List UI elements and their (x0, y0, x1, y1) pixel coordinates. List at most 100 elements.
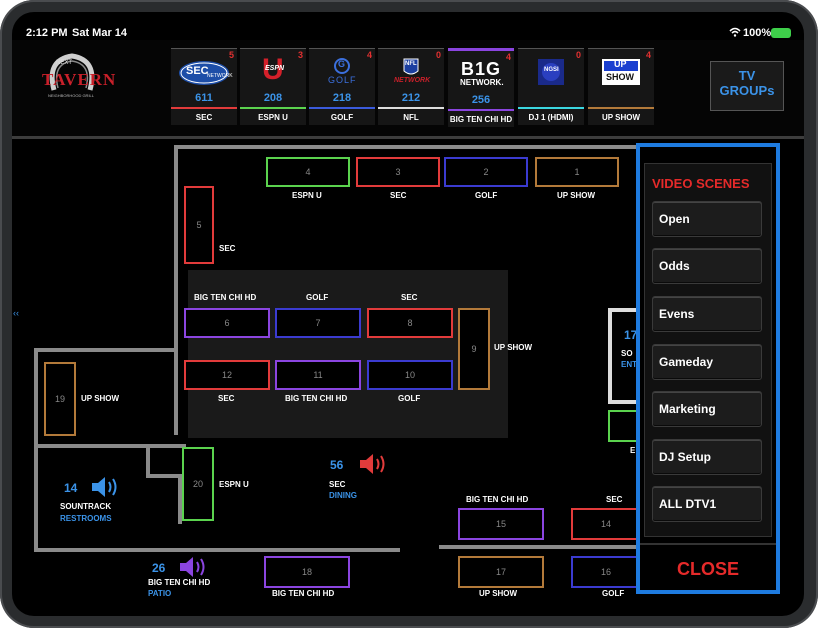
tv-6-label: BIG TEN CHI HD (194, 293, 257, 302)
audio-zone-source: SOUNTRACK (60, 502, 112, 511)
tv-10-label: GOLF (398, 394, 421, 403)
tv-7[interactable]: 7 (275, 308, 361, 338)
scene-marketing-button[interactable]: Marketing (652, 391, 762, 427)
tv-4[interactable]: 4 (266, 157, 350, 187)
wall (146, 474, 178, 478)
tv-8-label: SEC (401, 293, 418, 302)
scene-open-button[interactable]: Open (652, 201, 762, 237)
channel-label: UP SHOW (601, 113, 641, 122)
channel-color-bar (240, 107, 306, 109)
wall (34, 348, 178, 352)
tv-18-label: BIG TEN CHI HD (272, 589, 335, 598)
channel-color-bar (309, 107, 375, 109)
wall (439, 545, 636, 549)
audio-zone-source: SO (621, 349, 633, 358)
audio-zone-area: DINING (329, 491, 357, 500)
espnu-logo: U ESPN (262, 53, 285, 86)
tavern-logo: NEXT TAVERN NEIGHBORHOOD GRILL (36, 50, 115, 112)
tv-3[interactable]: 3 (356, 157, 440, 187)
tv-6[interactable]: 6 (184, 308, 270, 338)
side-handle-icon[interactable]: ‹‹ (13, 308, 19, 318)
tv-20-label: ESPN U (219, 480, 249, 489)
audio-zone-area: PATIO (148, 589, 172, 598)
tv-1[interactable]: 1 (535, 157, 619, 187)
tv-3-label: SEC (390, 191, 407, 200)
channel-tile-big-ten[interactable]: B1G NETWORK. 4 256 BIG TEN CHI HD (448, 48, 514, 127)
tv-14[interactable]: 14 (571, 508, 641, 540)
channel-tile-nfl[interactable]: NFL NETWORK 0 212 NFL (378, 48, 444, 125)
channel-count: 0 (435, 50, 441, 60)
status-date: Sat Mar 14 (72, 27, 128, 39)
tv-9[interactable]: 9 (458, 308, 490, 390)
wifi-icon (729, 27, 741, 40)
scene-dj-setup-button[interactable]: DJ Setup (652, 439, 762, 475)
channel-label: DJ 1 (HDMI) (528, 113, 574, 122)
wall (174, 145, 636, 149)
battery-icon (771, 28, 791, 38)
channel-color-bar (518, 107, 584, 109)
channel-count: 4 (645, 50, 651, 60)
channel-color-bar (448, 109, 514, 111)
tv-2[interactable]: 2 (444, 157, 528, 187)
scene-evens-button[interactable]: Evens (652, 296, 762, 332)
speaker-icon[interactable] (178, 554, 208, 585)
audio-zone-number: 14 (64, 481, 78, 495)
speaker-icon[interactable] (358, 451, 388, 482)
channel-number: 218 (332, 92, 352, 104)
tv-19-label: UP SHOW (81, 394, 120, 403)
tv-partial[interactable] (608, 410, 638, 442)
tv-15[interactable]: 15 (458, 508, 544, 540)
big-ten-network-logo: B1G NETWORK. (460, 59, 504, 87)
channel-count: 3 (297, 50, 303, 60)
audio-zone-source: SEC (329, 480, 346, 489)
tv-8[interactable]: 8 (367, 308, 453, 338)
nfl-network-logo: NFL NETWORK (394, 58, 431, 84)
channel-number: 208 (263, 92, 283, 104)
sec-network-logo: SEC NETWORK (177, 57, 233, 87)
scene-gameday-button[interactable]: Gameday (652, 344, 762, 380)
channel-label: ESPN U (258, 113, 288, 122)
channel-label: NFL (403, 113, 419, 122)
dj-logo: NGSI (524, 57, 578, 87)
tv-20[interactable]: 20 (182, 447, 214, 521)
scene-all-dtv1-button[interactable]: ALL DTV1 (652, 486, 762, 522)
channel-tile-espnu[interactable]: U ESPN 3 208 ESPN U (240, 48, 306, 125)
scene-odds-button[interactable]: Odds (652, 248, 762, 284)
tv-16[interactable]: 16 (571, 556, 641, 588)
channel-tile-sec[interactable]: SEC NETWORK 5 611 SEC (171, 48, 237, 125)
brand-sub: NEIGHBORHOOD GRILL (48, 93, 95, 98)
channel-color-bar (171, 107, 237, 109)
tv-2-label: GOLF (475, 191, 498, 200)
panel-divider (640, 543, 776, 545)
tv-17[interactable]: 17 (458, 556, 544, 588)
tv-18[interactable]: 18 (264, 556, 350, 588)
wall (146, 444, 150, 478)
tv-5-label: SEC (219, 244, 236, 253)
channel-number: 256 (471, 94, 491, 106)
channel-color-bar (378, 107, 444, 109)
wall (178, 474, 182, 524)
channel-tile-golf[interactable]: G GOLF 4 218 GOLF (309, 48, 375, 125)
channel-label: GOLF (330, 113, 354, 122)
channel-tile-dj[interactable]: NGSI 0 DJ 1 (HDMI) (518, 48, 584, 125)
channel-count: 5 (228, 50, 234, 60)
channel-number: 611 (195, 92, 213, 104)
tv-groups-button[interactable]: TV GROUPs (710, 61, 784, 111)
close-button[interactable]: CLOSE (676, 559, 739, 579)
channel-label: SEC (195, 113, 213, 122)
header-divider (12, 136, 804, 139)
tv-5[interactable]: 5 (184, 186, 214, 264)
channel-color-bar (588, 107, 654, 109)
channel-tile-upshow[interactable]: UP SHOW 4 UP SHOW (588, 48, 654, 125)
audio-zone-area: RESTROOMS (60, 514, 112, 523)
tv-11[interactable]: 11 (275, 360, 361, 390)
tv-12[interactable]: 12 (184, 360, 270, 390)
tv-10[interactable]: 10 (367, 360, 453, 390)
wall (174, 145, 178, 435)
channel-label: BIG TEN CHI HD (449, 115, 513, 124)
speaker-icon[interactable] (90, 474, 120, 505)
tv-1-label: UP SHOW (557, 191, 596, 200)
audio-zone-number: 17 (624, 328, 638, 342)
channel-count: 4 (366, 50, 372, 60)
tv-19[interactable]: 19 (44, 362, 76, 436)
